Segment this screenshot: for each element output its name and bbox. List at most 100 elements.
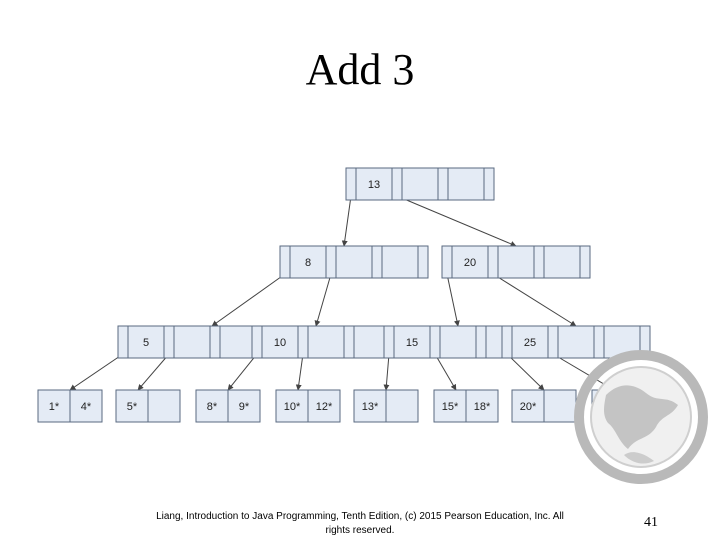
leaf-node: 20* <box>511 389 577 423</box>
key-cell <box>127 325 165 359</box>
tree-edges <box>69 195 615 391</box>
internal-node: 25 <box>501 325 651 359</box>
key-cell <box>401 167 439 201</box>
slide-footer: Liang, Introduction to Java Programming,… <box>140 510 580 538</box>
leaf-key-label: 4* <box>81 401 92 413</box>
pointer-cell <box>483 167 495 201</box>
leaf-node: 10* 12* <box>275 389 341 423</box>
page-number: 41 <box>644 515 658 530</box>
key-cell <box>307 325 345 359</box>
leaf-node: 15* 18* <box>433 389 499 423</box>
pointer-cell <box>251 325 263 359</box>
pointer-cell <box>417 245 429 279</box>
tree-edge <box>492 273 577 327</box>
key-cell <box>393 325 431 359</box>
leaf-key-label: 15* <box>442 401 459 413</box>
pointer-cell <box>437 167 449 201</box>
pointer-cell <box>163 325 175 359</box>
leaf-node: 8*9* <box>195 389 261 423</box>
tree-edge <box>396 195 517 247</box>
key-cell <box>355 167 393 201</box>
key-label: 15 <box>406 337 418 349</box>
pointer-cell <box>441 245 453 279</box>
slide-title: Add 3 <box>305 45 415 94</box>
pointer-cell <box>475 325 487 359</box>
leaf-key-cell <box>37 389 71 423</box>
key-label: 5 <box>143 337 149 349</box>
internal-node: 5 <box>117 325 267 359</box>
tree-edge <box>314 273 332 327</box>
leaf-key-cell <box>353 389 387 423</box>
key-label: 20 <box>464 257 476 269</box>
leaf-key-label: 5* <box>127 401 138 413</box>
key-cell <box>447 167 485 201</box>
key-cell <box>451 245 489 279</box>
key-cell <box>173 325 211 359</box>
tree-edge <box>137 353 170 391</box>
footer-line: rights reserved. <box>325 525 395 536</box>
key-label: 8 <box>305 257 311 269</box>
tree-edge <box>211 273 286 327</box>
tree-edge <box>69 353 124 391</box>
key-label: 10 <box>274 337 286 349</box>
pointer-cell <box>487 245 499 279</box>
key-cell <box>543 245 581 279</box>
leaf-node: 5* <box>115 389 181 423</box>
pointer-cell <box>345 167 357 201</box>
leaf-key-cell <box>227 389 261 423</box>
leaf-key-cell <box>385 389 419 423</box>
key-cell <box>335 245 373 279</box>
leaf-key-cell <box>433 389 467 423</box>
internal-node: 10 <box>251 325 401 359</box>
leaf-key-label: 18* <box>474 401 491 413</box>
tree-edge <box>341 195 352 247</box>
leaf-key-cell <box>275 389 309 423</box>
pointer-cell <box>209 325 221 359</box>
leaf-key-cell <box>465 389 499 423</box>
leaf-node: 1* 4* <box>37 389 103 423</box>
key-cell <box>219 325 257 359</box>
leaf-node: 13* <box>353 389 419 423</box>
tree-edge <box>295 353 304 391</box>
footer-line: Liang, Introduction to Java Programming,… <box>156 511 564 522</box>
key-cell <box>289 245 327 279</box>
tree-edge <box>383 353 390 391</box>
leaf-key-label: 1* <box>49 401 60 413</box>
leaf-key-cell <box>511 389 545 423</box>
internal-node: 8 <box>279 245 429 279</box>
tree-edge <box>434 353 457 391</box>
tree-edge <box>446 273 460 327</box>
root-node: 13 <box>345 167 495 201</box>
leaf-key-cell <box>307 389 341 423</box>
pointer-cell <box>117 325 129 359</box>
pointer-cell <box>429 325 441 359</box>
key-cell <box>511 325 549 359</box>
leaf-key-cell <box>147 389 181 423</box>
pointer-cell <box>343 325 355 359</box>
key-cell <box>557 325 595 359</box>
leaf-key-label: 20* <box>520 401 537 413</box>
pointer-cell <box>297 325 309 359</box>
leaf-key-label: 8* <box>207 401 218 413</box>
pointer-cell <box>547 325 559 359</box>
pointer-cell <box>383 325 395 359</box>
internal-node: 20 <box>441 245 591 279</box>
pointer-cell <box>501 325 513 359</box>
pointer-cell <box>325 245 337 279</box>
globe-logo-icon <box>574 350 708 484</box>
leaf-key-label: 10* <box>284 401 301 413</box>
key-cell <box>497 245 535 279</box>
key-cell <box>439 325 477 359</box>
leaf-key-cell <box>543 389 577 423</box>
pointer-cell <box>579 245 591 279</box>
key-label: 13 <box>368 179 380 191</box>
key-cell <box>381 245 419 279</box>
pointer-cell <box>371 245 383 279</box>
key-label: 25 <box>524 337 536 349</box>
key-cell <box>261 325 299 359</box>
pointer-cell <box>279 245 291 279</box>
leaf-key-label: 12* <box>316 401 333 413</box>
tree-edge <box>227 353 258 391</box>
tree-nodes: 13 8 20 5 10 15 25 1* 4* 5* 8*9* 10* 12* 13* 15* 18* 20*… <box>37 167 657 423</box>
